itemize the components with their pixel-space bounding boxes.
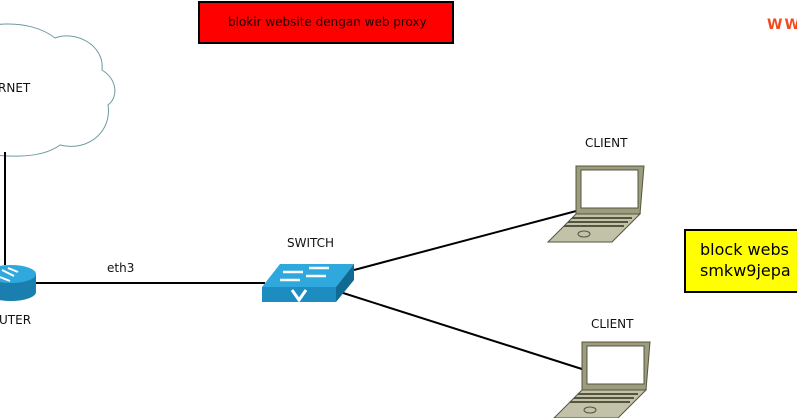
diagram-title-box: blokir website dengan web proxy xyxy=(198,1,454,44)
switch-icon xyxy=(262,264,354,303)
client-bottom-laptop-icon xyxy=(553,341,651,418)
watermark-text: WW xyxy=(767,17,797,33)
internet-cloud-icon xyxy=(0,23,116,157)
internet-label: RNET xyxy=(0,81,31,95)
switch-label: SWITCH xyxy=(287,236,335,250)
note-line-1: block webs xyxy=(700,240,789,259)
link-switch-client-bottom xyxy=(339,291,586,371)
eth3-label: eth3 xyxy=(107,261,135,275)
client-top-label: CLIENT xyxy=(585,136,628,150)
client-top-laptop-icon xyxy=(546,165,645,243)
client-bottom-label: CLIENT xyxy=(591,317,634,331)
router-label: UTER xyxy=(0,313,32,327)
link-switch-client-top xyxy=(353,209,581,271)
note-line-2: smkw9jepa xyxy=(700,261,791,280)
router-icon xyxy=(0,265,36,301)
note-box: block webs smkw9jepa xyxy=(684,229,797,293)
